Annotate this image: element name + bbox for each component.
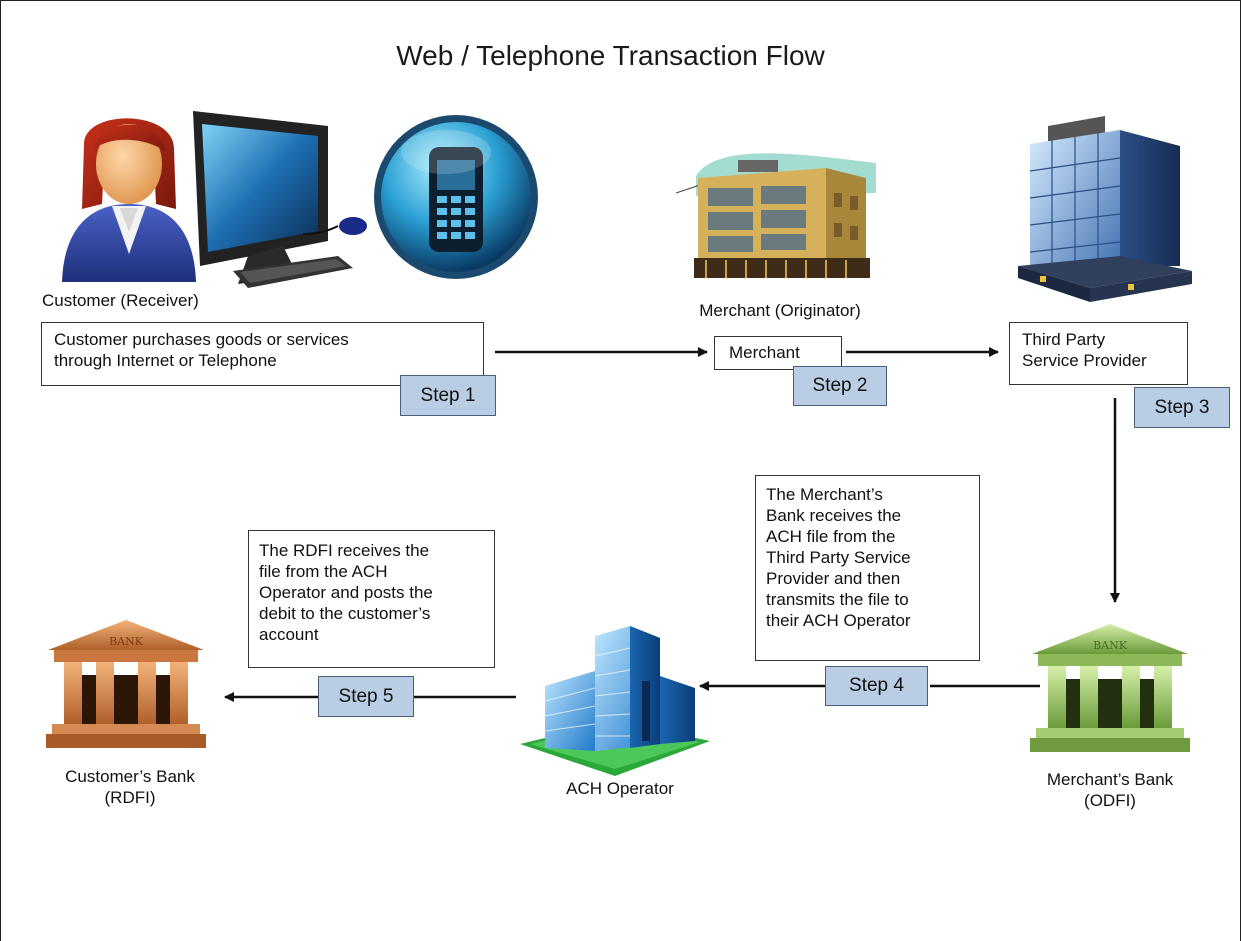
step1-text-line: Customer purchases goods or services bbox=[54, 330, 349, 349]
step4-description-box: The Merchant’s Bank receives the ACH fil… bbox=[755, 475, 980, 661]
step5-text-line: The RDFI receives the bbox=[259, 541, 430, 560]
step3-badge: Step 3 bbox=[1134, 387, 1230, 428]
person-icon bbox=[62, 118, 196, 282]
store-building-icon bbox=[675, 153, 876, 278]
step4-badge: Step 4 bbox=[825, 666, 928, 706]
step5-badge: Step 5 bbox=[318, 676, 414, 717]
merchant-bank-code: (ODFI) bbox=[1084, 791, 1136, 810]
step5-text-line: account bbox=[259, 625, 319, 644]
glass-building-icon bbox=[520, 626, 710, 776]
step1-badge: Step 1 bbox=[400, 375, 496, 416]
step4-text-line: their ACH Operator bbox=[766, 611, 911, 630]
step3-text-line: Service Provider bbox=[1022, 351, 1147, 370]
step4-text-line: transmits the file to bbox=[766, 590, 909, 609]
customer-bank-name: Customer’s Bank bbox=[65, 767, 195, 786]
step2-description-box: Merchant bbox=[714, 336, 842, 370]
step4-text-line: ACH file from the bbox=[766, 527, 896, 546]
step1-text-line: through Internet or Telephone bbox=[54, 351, 277, 370]
customer-label: Customer (Receiver) bbox=[42, 291, 199, 310]
step2-badge: Step 2 bbox=[793, 366, 887, 406]
diagram-title: Web / Telephone Transaction Flow bbox=[396, 40, 825, 71]
step4-text-line: Provider and then bbox=[766, 569, 901, 588]
ach-operator-label: ACH Operator bbox=[566, 779, 674, 798]
desktop-computer-icon bbox=[193, 111, 367, 288]
bank-icon: BANK bbox=[1030, 624, 1190, 752]
step5-text-line: file from the ACH bbox=[259, 562, 388, 581]
mobile-phone-icon bbox=[374, 115, 538, 279]
bank-sign-text: BANK bbox=[1093, 639, 1128, 652]
office-tower-icon bbox=[1018, 116, 1192, 302]
customer-bank-label: Customer’s Bank (RDFI) bbox=[20, 766, 240, 808]
customer-bank-code: (RDFI) bbox=[104, 788, 156, 807]
step2-text-line: Merchant bbox=[729, 343, 800, 362]
step4-text-line: Bank receives the bbox=[766, 506, 902, 525]
merchant-bank-label: Merchant’s Bank (ODFI) bbox=[1000, 769, 1220, 811]
step3-text-line: Third Party bbox=[1022, 330, 1106, 349]
bank-icon: BANK bbox=[46, 620, 206, 748]
step5-description-box: The RDFI receives the file from the ACH … bbox=[248, 530, 495, 668]
bank-sign-text: BANK bbox=[109, 635, 144, 648]
merchant-bank-name: Merchant’s Bank bbox=[1046, 770, 1174, 789]
step5-text-line: debit to the customer’s bbox=[259, 604, 431, 623]
step4-text-line: Third Party Service bbox=[766, 548, 911, 567]
step3-description-box: Third Party Service Provider bbox=[1009, 322, 1188, 385]
step5-text-line: Operator and posts the bbox=[259, 583, 433, 602]
step4-text-line: The Merchant’s bbox=[766, 485, 883, 504]
merchant-label: Merchant (Originator) bbox=[699, 301, 861, 320]
